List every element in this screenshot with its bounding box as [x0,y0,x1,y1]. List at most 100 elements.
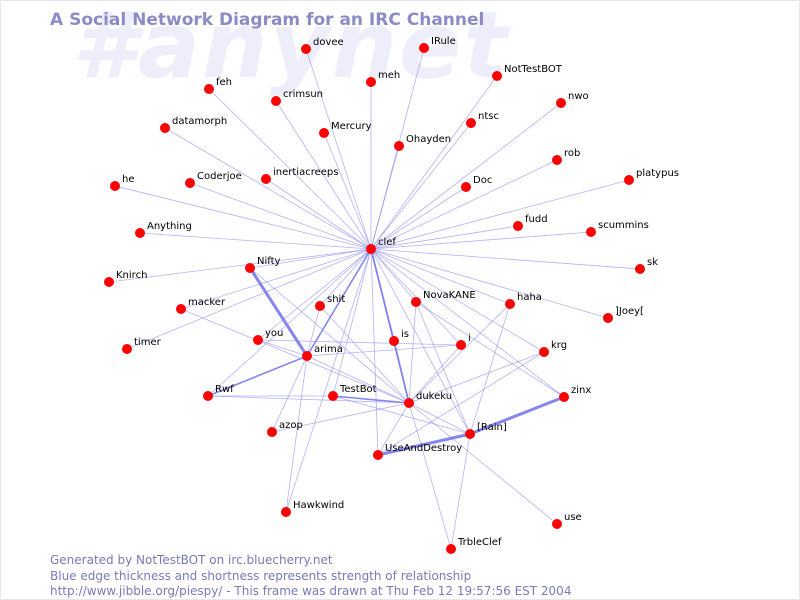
edge-UseAndDestroy-krg [377,351,545,456]
edge-clef-shit [319,248,372,307]
node-NotTestBOT: NotTestBOT [492,64,563,81]
node-feh: feh [204,77,232,94]
node-dot [204,84,214,94]
node-label: Nifty [257,256,281,267]
node-IRule: IRule [419,36,456,53]
node-dot [552,519,562,529]
node-ntsc: ntsc [466,111,499,128]
edge-dukeku-Rain [408,402,471,435]
edge-clef-feh [208,88,372,250]
edge-haha-dukeku [408,303,511,404]
edge-clef-he [114,185,372,250]
node-shit: shit [315,294,345,311]
node-label: krg [551,340,567,351]
node-label: [Rain] [477,422,507,433]
node-dot [301,44,311,54]
edge-dukeku-use [408,402,558,525]
edge-arima-you [257,339,308,357]
node-inertiacreeps: inertiacreeps [261,167,338,184]
node-he: he [110,174,135,191]
edge-Rwf-dukeku [207,395,410,404]
edge-clef-Coderjoe [189,182,372,250]
node-label: dukeku [416,391,452,402]
edge-clef-Joey [370,248,609,319]
node-dot [461,182,471,192]
node-dovee: dovee [301,37,344,54]
edge-Rain-NovaKANE [415,301,471,435]
node-you: you [253,328,283,345]
node-dot [556,98,566,108]
node-label: ]Joey[ [615,306,644,317]
node-label: platypus [636,168,679,179]
node-label: fudd [525,214,548,225]
node-dot [319,128,329,138]
edge-clef-Knirch [108,248,372,283]
node-label: scummins [598,220,649,231]
node-dot [373,450,383,460]
node-rob: rob [552,148,580,165]
edge-clef-dovee [305,48,372,250]
node-meh: meh [366,70,400,87]
edge-arima-Hawkwind [285,355,308,513]
node-dot [245,263,255,273]
node-label: Mercury [331,121,372,132]
node-dot [267,427,277,437]
edge-dukeku-UseAndDestroy [377,402,410,456]
node-dot [492,71,502,81]
node-label: Doc [473,175,492,186]
node-label: Ohayden [406,134,451,145]
edge-NovaKANE-dukeku [408,301,417,404]
node-dot [394,141,404,151]
edge-shit-dukeku [319,305,410,404]
node-Ohayden: Ohayden [394,134,451,151]
node-label: clef [378,237,396,248]
edge-clef-TestBot [332,248,372,397]
node-arima: arima [302,344,343,361]
node-dot [419,43,429,53]
edge-clef-NotTestBOT [370,75,498,250]
node-is: is [389,329,409,346]
node-crimsun: crimsun [271,89,323,106]
node-label: Hawkwind [293,500,344,511]
node-dot [513,221,523,231]
node-haha: haha [505,292,542,309]
edge-Nifty-dukeku [249,267,410,404]
node-label: arima [314,344,343,355]
node-nwo: nwo [556,91,589,108]
node-label: dovee [313,37,344,48]
node-label: UseAndDestroy [385,443,462,454]
node-label: nwo [568,91,589,102]
footer-generated-by: Generated by NotTestBOT on irc.bluecherr… [50,553,333,567]
edge-clef-Mercury [323,132,372,250]
node-label: crimsun [283,89,323,100]
edge-Rain-zinx [469,395,565,436]
node-dukeku: dukeku [404,391,452,408]
node-Rain: [Rain] [465,422,507,439]
node-i: i [456,333,471,350]
node-dot [110,181,120,191]
node-Hawkwind: Hawkwind [281,500,344,517]
channel-watermark: #anynet [72,0,510,99]
node-dot [203,391,213,401]
node-label: TestBot [339,384,377,395]
node-label: meh [378,70,400,81]
node-platypus: platypus [624,168,679,185]
node-fudd: fudd [513,214,548,231]
node-TrbleClef: TrbleClef [446,537,502,554]
node-use: use [552,512,582,529]
node-label: datamorph [172,116,227,127]
node-label: zinx [571,385,591,396]
node-label: timer [134,337,162,348]
node-zinx: zinx [559,385,591,402]
node-label: haha [517,292,542,303]
node-dot [253,335,263,345]
edge-arima-i [306,344,462,357]
node-label: i [468,333,471,344]
node-label: rob [564,148,580,159]
node-sk: sk [635,257,658,274]
node-label: he [122,174,135,185]
node-dot [271,96,281,106]
edge-clef-inertiacreeps [265,178,372,250]
node-label: Knirch [116,270,147,281]
